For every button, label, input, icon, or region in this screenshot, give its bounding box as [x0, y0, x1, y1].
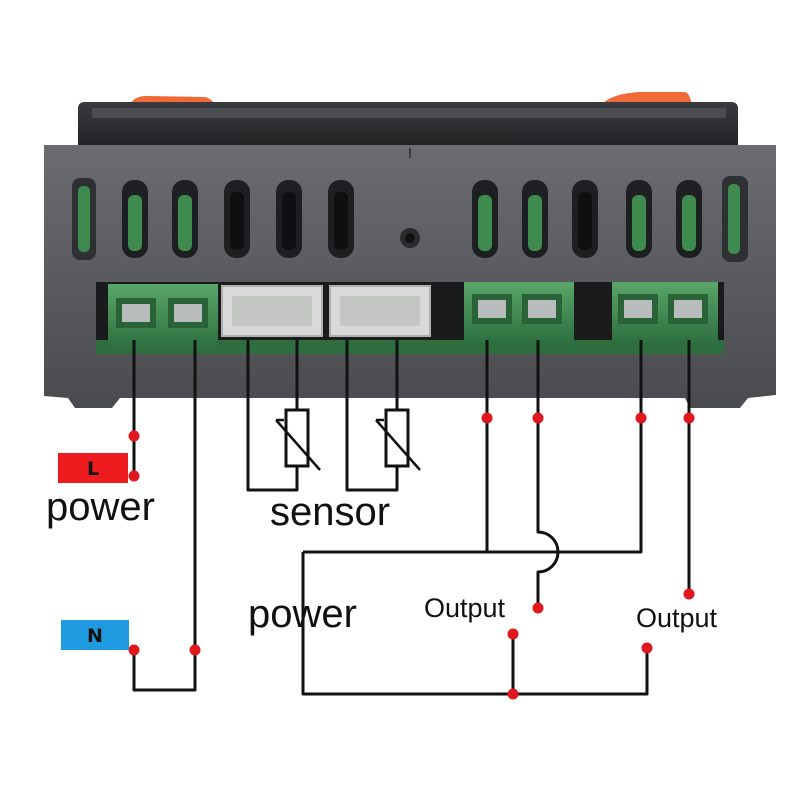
controller-housing: [44, 92, 776, 408]
sensor-sockets: [221, 285, 431, 337]
wire-neutral: [132, 340, 197, 692]
live-badge: L: [58, 453, 128, 483]
output-1-label: Output: [424, 593, 506, 623]
wires: [132, 340, 691, 696]
neutral-badge-label: N: [87, 625, 103, 647]
power-terminal-block: [108, 284, 218, 348]
housing-body: [44, 145, 776, 408]
output-terminal-block-2: [612, 282, 718, 342]
live-badge-label: L: [87, 458, 99, 480]
neutral-badge: N: [61, 620, 129, 650]
wire-sensor-1-a: [246, 340, 299, 492]
sensor-thermistor-2: [375, 408, 421, 471]
wire-sensor-2-a: [345, 340, 399, 492]
wire-out1-no: [536, 340, 560, 608]
power-output-label: power: [248, 592, 357, 636]
vent-slots: [122, 180, 702, 258]
junction-dots: [128, 412, 695, 700]
power-input-label: power: [46, 485, 155, 529]
wire-out1-common: [485, 340, 643, 554]
sensor-thermistor-1: [275, 408, 321, 471]
output-2-label: Output: [636, 603, 718, 633]
sensor-label: sensor: [270, 490, 390, 534]
output-terminal-block-1: [464, 282, 574, 342]
wire-power-return: [301, 552, 649, 696]
